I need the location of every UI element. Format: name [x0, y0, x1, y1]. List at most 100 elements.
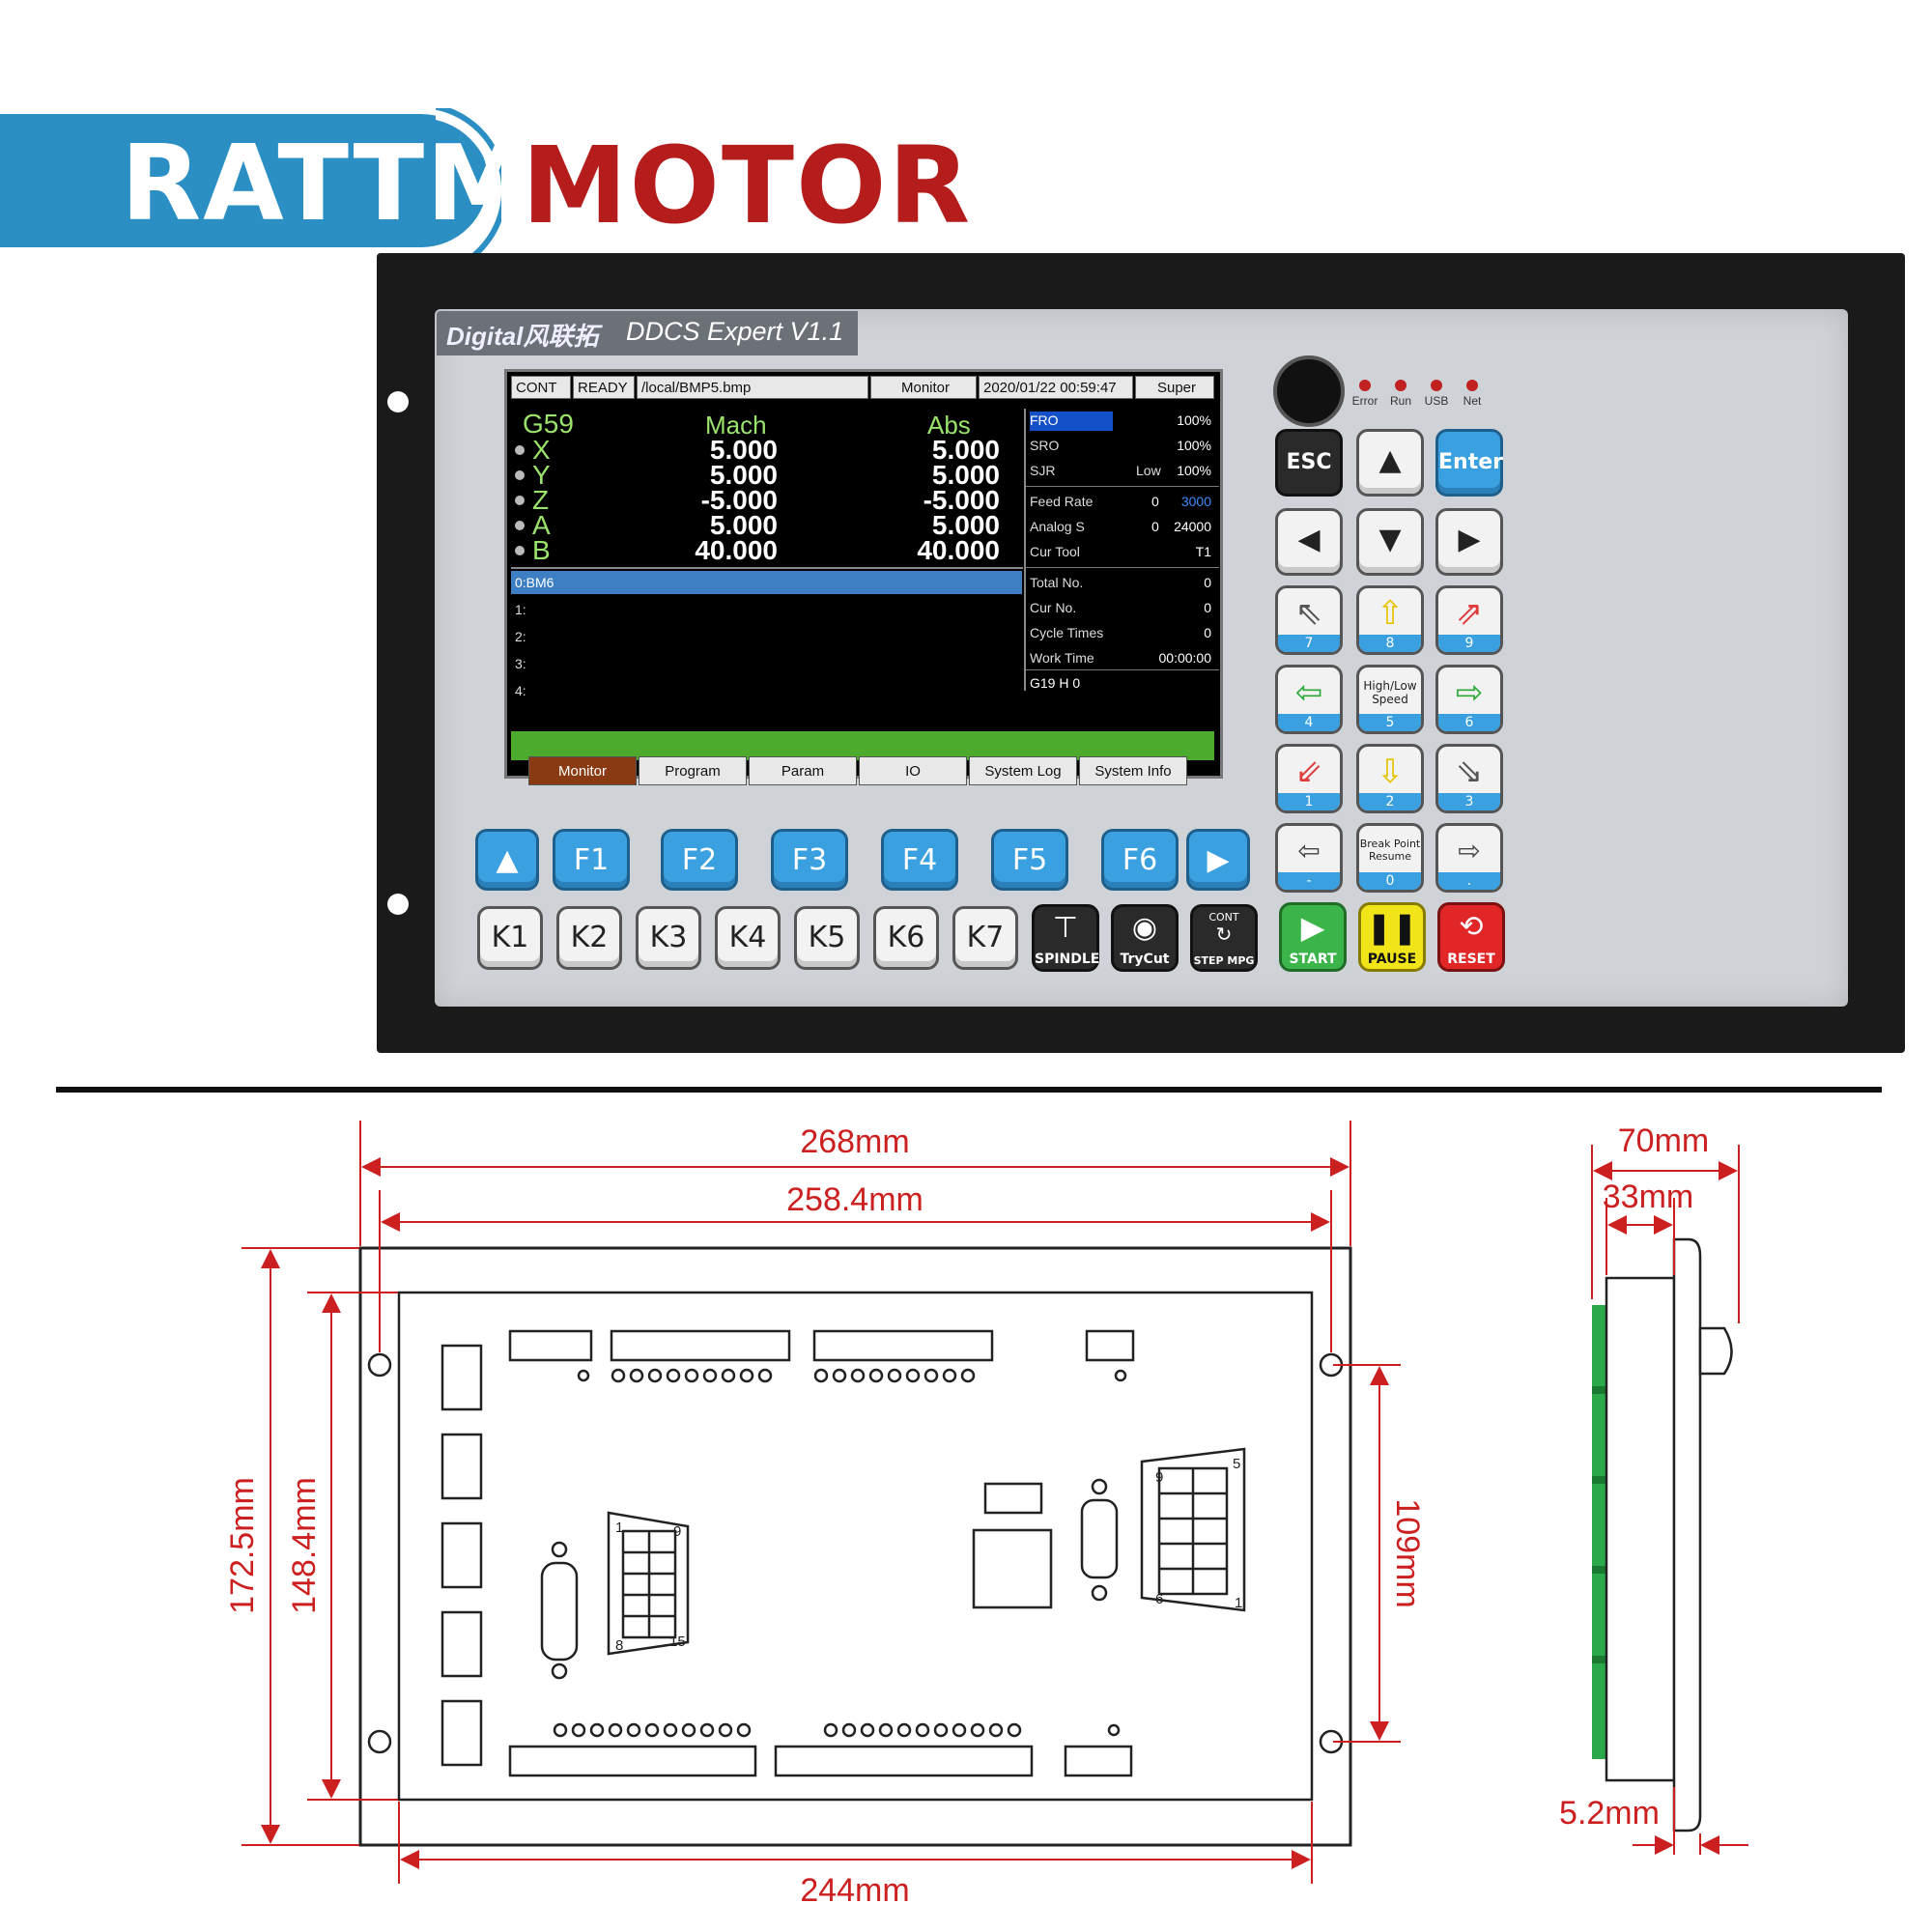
- program-line-highlight[interactable]: [511, 571, 1022, 594]
- f4-button[interactable]: F4: [881, 829, 958, 891]
- k5-button[interactable]: K5: [794, 906, 860, 970]
- axis-name: B: [532, 535, 551, 565]
- pause-button[interactable]: ❚❚PAUSE: [1358, 902, 1426, 972]
- f5-button[interactable]: F5: [991, 829, 1068, 891]
- key-8[interactable]: ⇧8: [1356, 585, 1424, 655]
- sro-value: 100%: [1177, 438, 1211, 453]
- tab-io[interactable]: IO: [859, 756, 967, 785]
- status-user: Super: [1135, 376, 1214, 399]
- feed-rate-label: Feed Rate: [1030, 494, 1094, 509]
- y-minus-icon: ⇩: [1376, 753, 1405, 791]
- f1-button[interactable]: F1: [553, 829, 630, 891]
- side-connectors: [440, 1344, 483, 1767]
- key-1[interactable]: ⇙1: [1275, 744, 1343, 813]
- f3-button[interactable]: F3: [771, 829, 848, 891]
- key-4[interactable]: ⇦4: [1275, 665, 1343, 734]
- step-mpg-label: STEP MPG: [1193, 954, 1255, 967]
- key-2[interactable]: ⇩2: [1356, 744, 1424, 813]
- f6-button[interactable]: F6: [1101, 829, 1179, 891]
- cycle-icon: ↻: [1215, 923, 1233, 946]
- tab-program[interactable]: Program: [639, 756, 747, 785]
- k2-button[interactable]: K2: [556, 906, 622, 970]
- z-minus-icon: ⇙: [1294, 753, 1323, 791]
- program-line[interactable]: 2:: [515, 629, 526, 644]
- pin-label: 9: [1155, 1469, 1163, 1486]
- dim-height-inner: 148.4mm: [286, 1477, 323, 1614]
- enter-button[interactable]: Enter: [1435, 429, 1503, 497]
- pin-label: 6: [1155, 1591, 1163, 1607]
- axis-dot-icon: [515, 521, 525, 530]
- tab-system-info[interactable]: System Info: [1079, 756, 1187, 785]
- key-3[interactable]: ⇘3: [1435, 744, 1503, 813]
- status-page: Monitor: [870, 376, 977, 399]
- triangle-up-icon: ▲: [496, 843, 519, 877]
- reset-button[interactable]: ⟲RESET: [1437, 902, 1505, 972]
- k2-label: K2: [570, 921, 609, 954]
- key-2-label: 2: [1359, 793, 1421, 810]
- pin-label: 15: [669, 1634, 686, 1650]
- key-6[interactable]: ⇨6: [1435, 665, 1503, 734]
- brand-badge: [0, 114, 488, 247]
- k1-button[interactable]: K1: [477, 906, 543, 970]
- k1-label: K1: [491, 921, 529, 954]
- status-mode: CONT: [511, 376, 571, 399]
- k6-label: K6: [887, 921, 925, 954]
- pin-label: 9: [673, 1523, 681, 1540]
- key-dot-label: .: [1438, 872, 1500, 890]
- up-arrow-button[interactable]: ▲: [1356, 429, 1424, 497]
- spindle-button[interactable]: ⊤SPINDLE: [1032, 904, 1099, 972]
- total-no-label: Total No.: [1030, 575, 1084, 590]
- f2-button[interactable]: F2: [661, 829, 738, 891]
- tab-system-log[interactable]: System Log: [969, 756, 1077, 785]
- panel-divider: [1026, 669, 1219, 670]
- right-arrow-button[interactable]: ▶: [1435, 508, 1503, 576]
- axis-abs-value: -5.000: [923, 485, 1000, 515]
- cont-step-mpg-button[interactable]: CONT↻STEP MPG: [1190, 904, 1258, 972]
- program-line[interactable]: 4:: [515, 683, 526, 698]
- start-button[interactable]: ▶START: [1279, 902, 1347, 972]
- page-next-button[interactable]: ▶: [1186, 829, 1250, 891]
- run-led-icon: [1395, 380, 1406, 391]
- key-minus[interactable]: ⇦-: [1275, 823, 1343, 893]
- esc-button[interactable]: ESC: [1275, 429, 1343, 497]
- down-arrow-button[interactable]: ▼: [1356, 508, 1424, 576]
- net-led-icon: [1466, 380, 1478, 391]
- axis-name: A: [532, 510, 551, 540]
- error-led-icon: [1359, 380, 1371, 391]
- cycle-times-label: Cycle Times: [1030, 625, 1104, 640]
- dim-panel-thickness: 5.2mm: [1559, 1795, 1660, 1832]
- tab-monitor[interactable]: Monitor: [528, 756, 637, 785]
- pin-label: 8: [615, 1637, 623, 1654]
- feed-rate-value: 0: [1151, 494, 1159, 509]
- key-4-label: 4: [1278, 714, 1340, 731]
- mpg-knob[interactable]: [1273, 355, 1345, 427]
- total-no-value: 0: [1204, 575, 1211, 590]
- k7-label: K7: [966, 921, 1005, 954]
- top-connectors: [508, 1329, 1135, 1383]
- key-dot[interactable]: ⇨.: [1435, 823, 1503, 893]
- program-line[interactable]: 0:BM6: [515, 575, 554, 590]
- key-7[interactable]: ⇖7: [1275, 585, 1343, 655]
- k7-button[interactable]: K7: [952, 906, 1018, 970]
- panel-divider: [1026, 486, 1219, 487]
- dim-width-holes: 258.4mm: [786, 1181, 923, 1218]
- triangle-right-icon: ▶: [1207, 843, 1230, 877]
- trycut-button[interactable]: ◉TryCut: [1111, 904, 1179, 972]
- k4-button[interactable]: K4: [715, 906, 781, 970]
- axis-mach-value: 5.000: [709, 510, 778, 540]
- k6-button[interactable]: K6: [873, 906, 939, 970]
- program-line[interactable]: 1:: [515, 602, 526, 617]
- page-up-button[interactable]: ▲: [475, 829, 539, 891]
- key-9[interactable]: ⇗9: [1435, 585, 1503, 655]
- program-line[interactable]: 3:: [515, 656, 526, 671]
- axis-dot-icon: [515, 470, 525, 480]
- dim-width-outer: 268mm: [800, 1123, 909, 1160]
- status-datetime: 2020/01/22 00:59:47: [979, 376, 1133, 399]
- tab-param[interactable]: Param: [749, 756, 857, 785]
- play-icon: ▶: [1300, 909, 1325, 946]
- led-label: USB: [1424, 394, 1449, 408]
- k3-button[interactable]: K3: [636, 906, 701, 970]
- left-arrow-button[interactable]: ◀: [1275, 508, 1343, 576]
